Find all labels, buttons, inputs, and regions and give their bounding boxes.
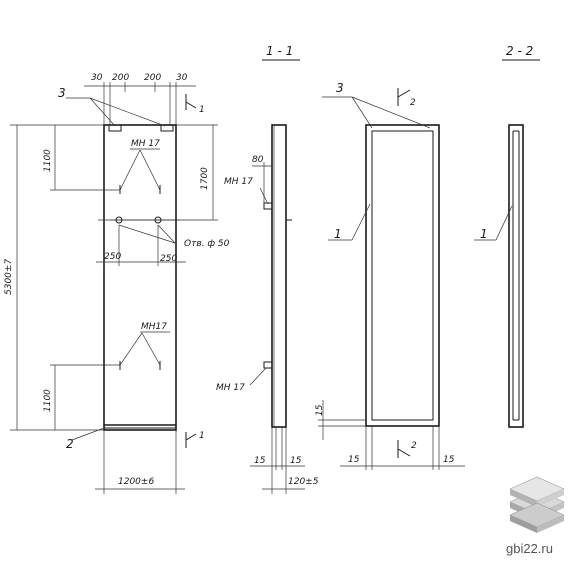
front-panel-outline bbox=[103, 124, 177, 431]
dim-15-left-back: 15 bbox=[348, 455, 360, 465]
section-1-1: 1 - 1 80 МН 17 МН 17 15 15 120±5 bbox=[216, 44, 319, 494]
callout-1-section: 1 bbox=[480, 227, 488, 241]
callout-1-back: 1 bbox=[334, 227, 342, 241]
section-2-2: 2 - 2 1 bbox=[474, 44, 540, 428]
callout-3-back: 3 bbox=[336, 81, 344, 95]
dim-250-left: 250 bbox=[104, 252, 121, 262]
dim-15-left-sec: 15 bbox=[254, 456, 266, 466]
mn17-top-label-front: МН 17 bbox=[131, 139, 160, 149]
dim-1100-bottom: 1100 bbox=[43, 389, 53, 412]
dim-1700: 1700 bbox=[200, 167, 210, 190]
back-panel-outer bbox=[365, 124, 440, 427]
back-panel-inner bbox=[371, 130, 434, 421]
section-mark-top: 1 bbox=[199, 105, 205, 115]
front-view: 30 200 200 30 3 1 5300±7 1100 1100 1700 … bbox=[4, 73, 230, 494]
dim-120: 120±5 bbox=[288, 477, 319, 487]
mn17-bottom-label-front: МН17 bbox=[141, 322, 167, 332]
dim-250-right: 250 bbox=[160, 254, 177, 264]
dim-total-height: 5300±7 bbox=[4, 259, 14, 295]
dim-top-200-left: 200 bbox=[112, 73, 129, 83]
dim-15-right-back: 15 bbox=[443, 455, 455, 465]
callout-3-front: 3 bbox=[58, 86, 66, 100]
section-mark-2-top: 2 bbox=[410, 98, 416, 108]
dim-top-30-left: 30 bbox=[91, 73, 103, 83]
hole-label: Отв. ф 50 bbox=[184, 239, 230, 249]
dim-top-30-right: 30 bbox=[176, 73, 188, 83]
watermark-text: gbi22.ru bbox=[506, 541, 553, 556]
section-2-2-outline bbox=[508, 124, 524, 428]
mn17-label-section-bottom: МН 17 bbox=[216, 383, 245, 393]
dim-15-side: 15 bbox=[315, 404, 325, 416]
callout-2-front: 2 bbox=[66, 437, 74, 451]
mn17-label-section-top: МН 17 bbox=[224, 177, 253, 187]
back-view: 3 2 1 15 2 15 15 bbox=[315, 81, 465, 470]
section-mark-bottom: 1 bbox=[199, 431, 205, 441]
dim-width: 1200±6 bbox=[118, 477, 154, 487]
dim-top-200-right: 200 bbox=[144, 73, 161, 83]
dim-80: 80 bbox=[252, 155, 264, 165]
dim-15-right-sec: 15 bbox=[290, 456, 302, 466]
stacked-slabs-icon bbox=[509, 476, 565, 533]
section-mark-2-bottom: 2 bbox=[411, 441, 417, 451]
dim-1100-top: 1100 bbox=[43, 149, 53, 172]
section-1-1-outline bbox=[271, 124, 287, 428]
section-2-2-title: 2 - 2 bbox=[506, 44, 533, 58]
section-1-1-title: 1 - 1 bbox=[266, 44, 293, 58]
